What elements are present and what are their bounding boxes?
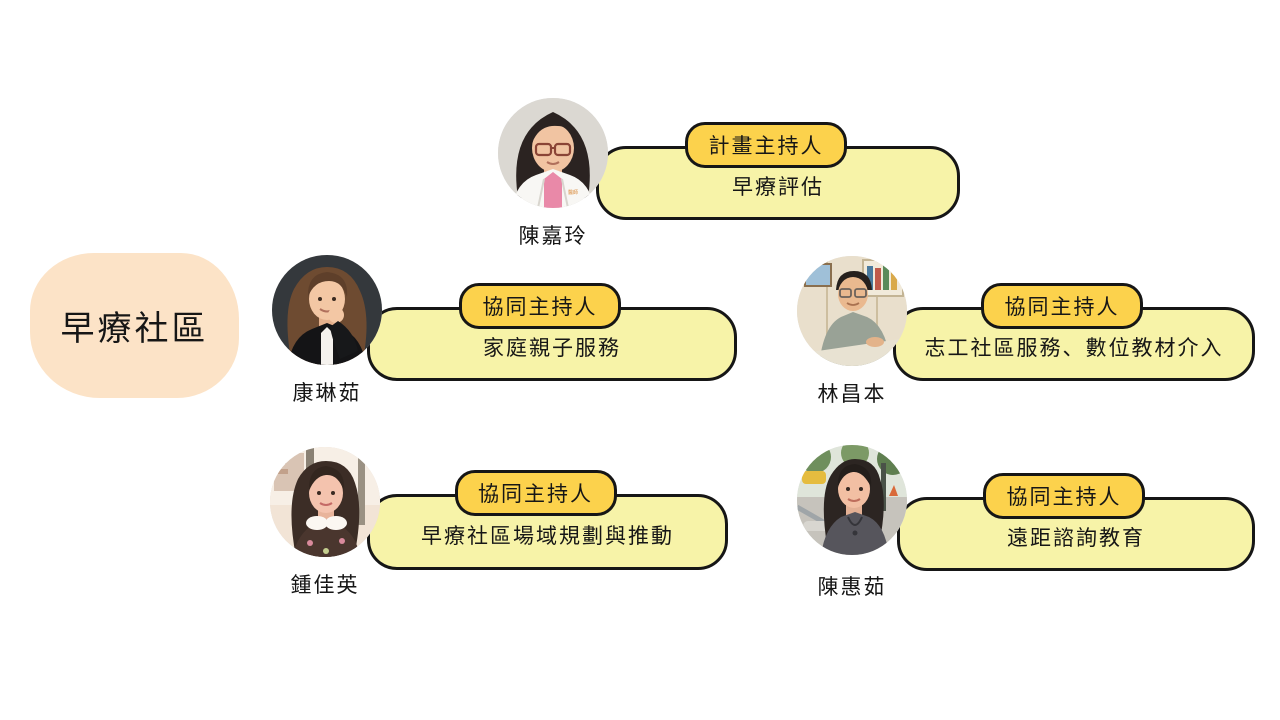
role-label: 協同主持人 — [1006, 486, 1122, 509]
portrait-woman-blazer-icon — [272, 255, 382, 365]
avatar-photo — [797, 256, 907, 366]
role-badge: 協同主持人 — [459, 283, 621, 329]
portrait-man-office-icon — [797, 256, 907, 366]
avatar-photo — [797, 445, 907, 555]
svg-text:醫師: 醫師 — [568, 189, 578, 196]
duty-label: 志工社區服務、數位教材介入 — [924, 337, 1224, 360]
avatar-photo: 醫師 — [498, 98, 608, 208]
duty-panel: 協同主持人 遠距諮詢教育 — [897, 473, 1255, 571]
duty-panel: 協同主持人 早療社區場域規劃與推動 — [367, 470, 728, 570]
root-node-label: 早療社區 — [60, 310, 209, 348]
role-label: 協同主持人 — [478, 483, 593, 506]
duty-label: 家庭親子服務 — [483, 337, 621, 360]
duty-label: 早療社區場域規劃與推動 — [421, 525, 674, 548]
duty-panel: 協同主持人 家庭親子服務 — [367, 283, 737, 381]
member-name: 陳惠茹 — [817, 576, 887, 599]
portrait-woman-labcoat-icon: 醫師 — [498, 98, 608, 208]
duty-label: 早療評估 — [732, 176, 824, 199]
role-badge: 協同主持人 — [981, 283, 1143, 329]
role-badge: 計畫主持人 — [685, 122, 847, 168]
role-label: 協同主持人 — [1004, 296, 1120, 319]
member-name: 鍾佳英 — [290, 574, 360, 597]
role-label: 協同主持人 — [482, 296, 598, 319]
role-badge: 協同主持人 — [454, 470, 617, 516]
avatar-photo — [272, 255, 382, 365]
duty-label: 遠距諮詢教育 — [1007, 527, 1145, 550]
duty-panel: 協同主持人 志工社區服務、數位教材介入 — [893, 283, 1255, 381]
member-name: 林昌本 — [817, 383, 887, 406]
role-label: 計畫主持人 — [708, 135, 824, 158]
root-node: 早療社區 — [30, 253, 239, 398]
portrait-woman-floral-icon — [270, 447, 380, 557]
duty-panel: 計畫主持人 早療評估 — [596, 122, 960, 220]
portrait-woman-outdoor-icon — [797, 445, 907, 555]
avatar-photo — [270, 447, 380, 557]
member-name: 陳嘉玲 — [518, 225, 588, 248]
role-badge: 協同主持人 — [983, 473, 1145, 519]
member-name: 康琳茹 — [292, 382, 362, 405]
